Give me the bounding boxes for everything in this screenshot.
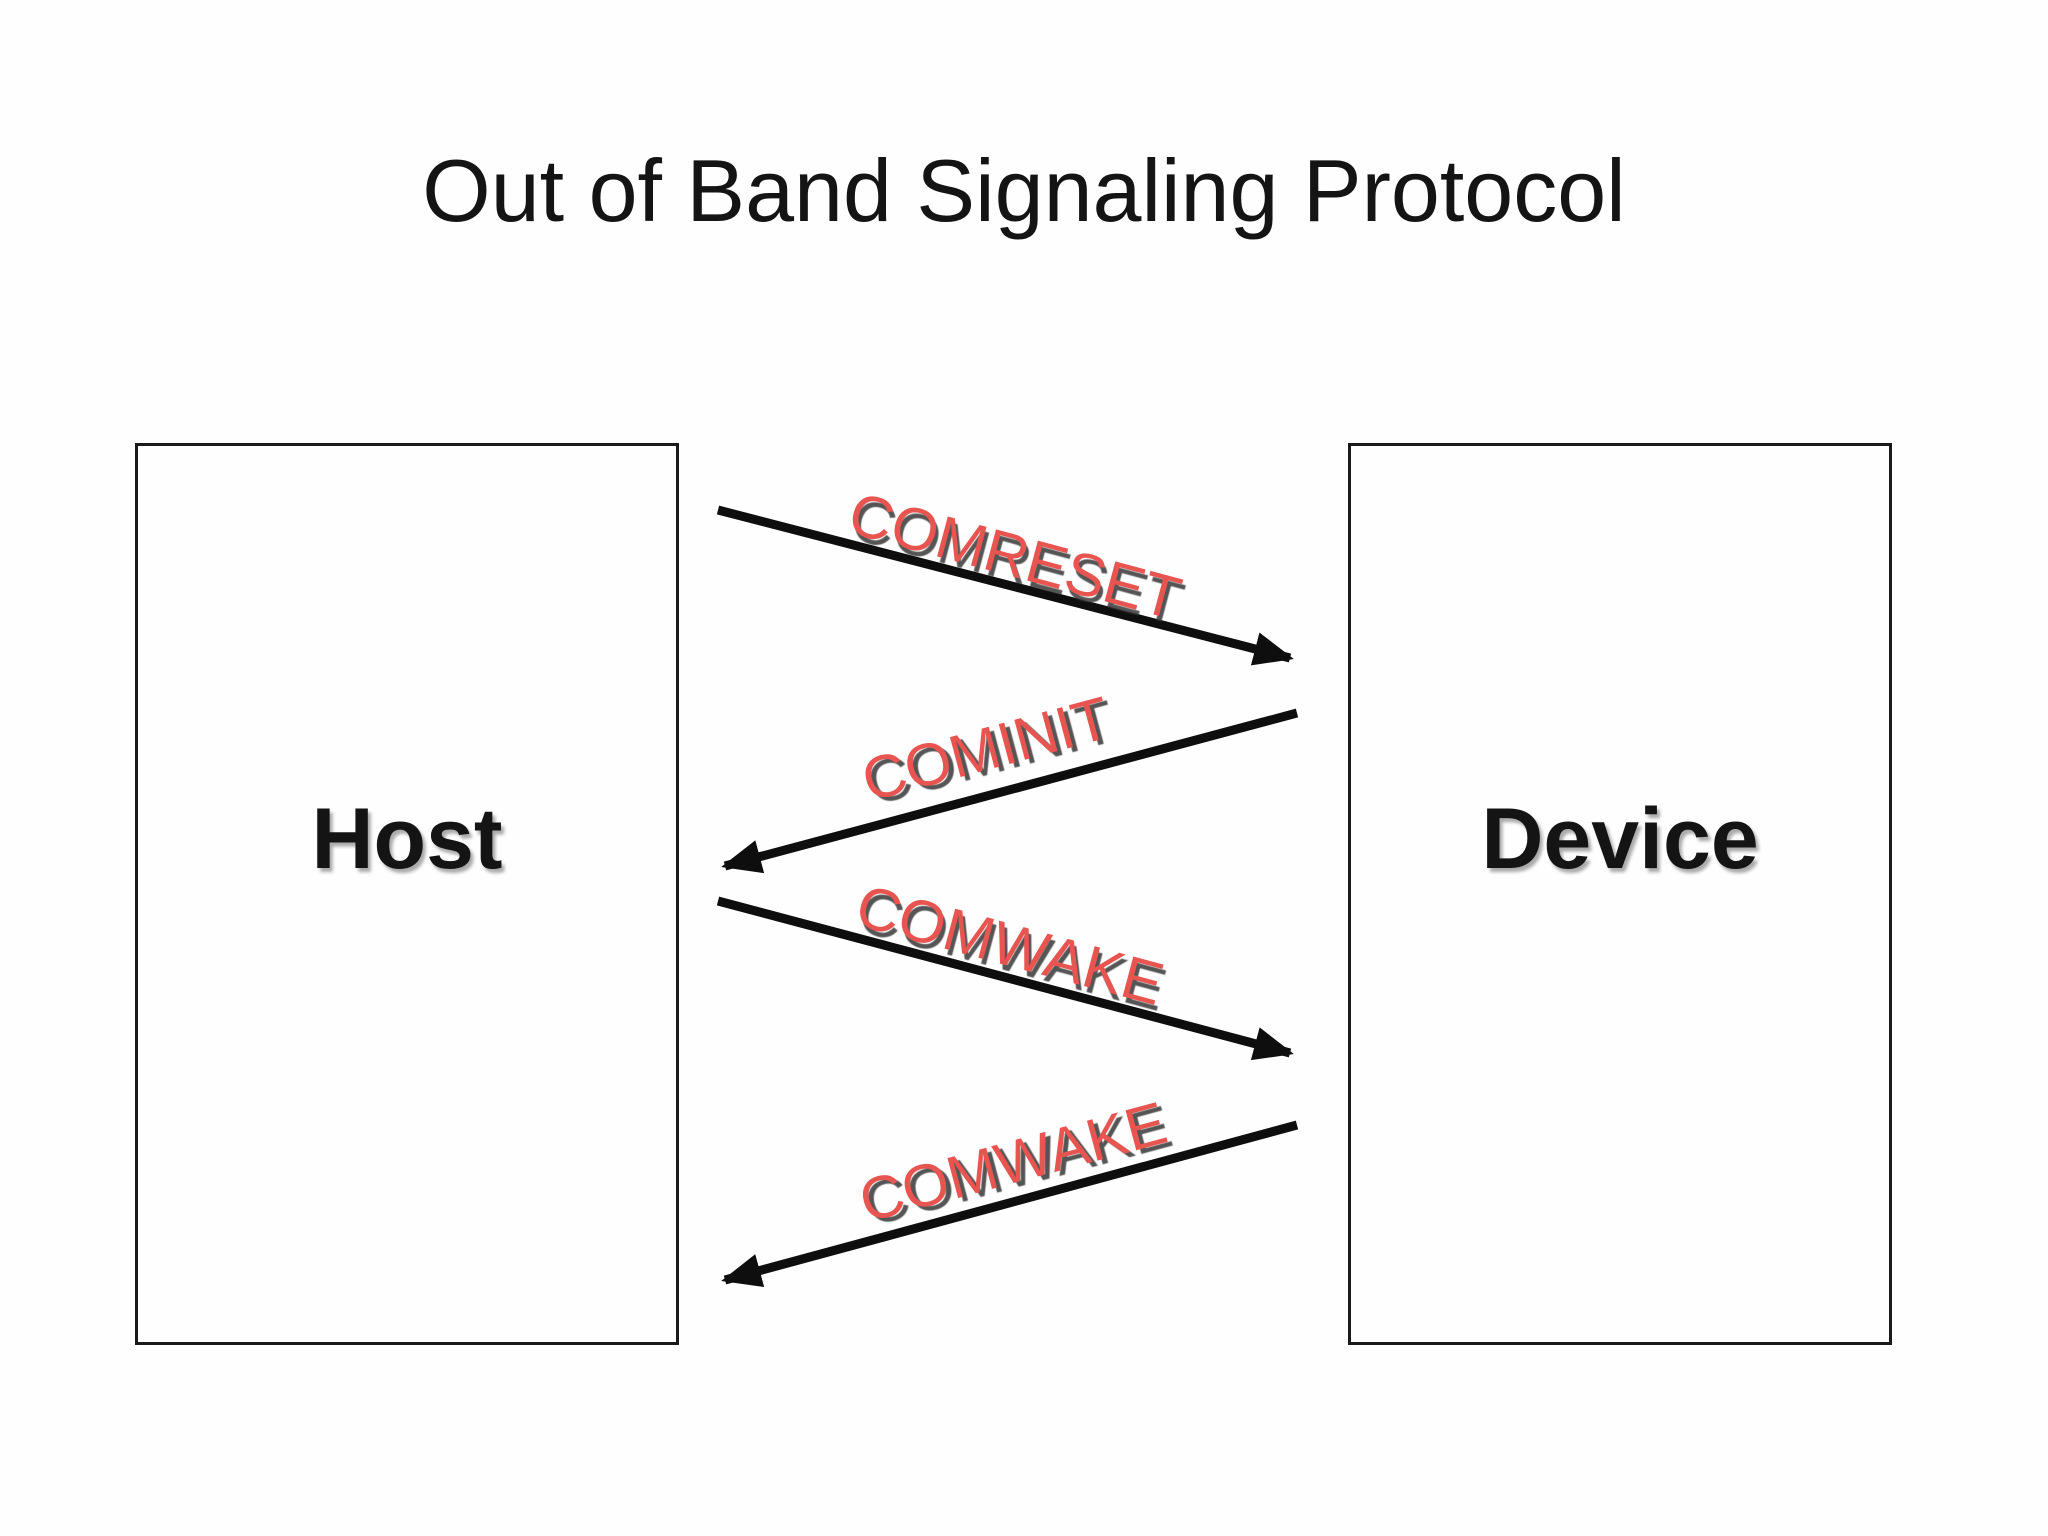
comwake-label-device-to-host: COMWAKE (852, 1088, 1174, 1236)
comreset-label: COMRESET (842, 479, 1188, 633)
host-box: Host (135, 443, 679, 1345)
device-box: Device (1348, 443, 1892, 1345)
cominit-label: COMINIT (854, 683, 1118, 815)
device-label: Device (1481, 790, 1759, 887)
comwake-label-host-to-device: COMWAKE (849, 871, 1171, 1019)
diagram-title: Out of Band Signaling Protocol (422, 141, 1626, 240)
host-label: Host (311, 790, 503, 887)
